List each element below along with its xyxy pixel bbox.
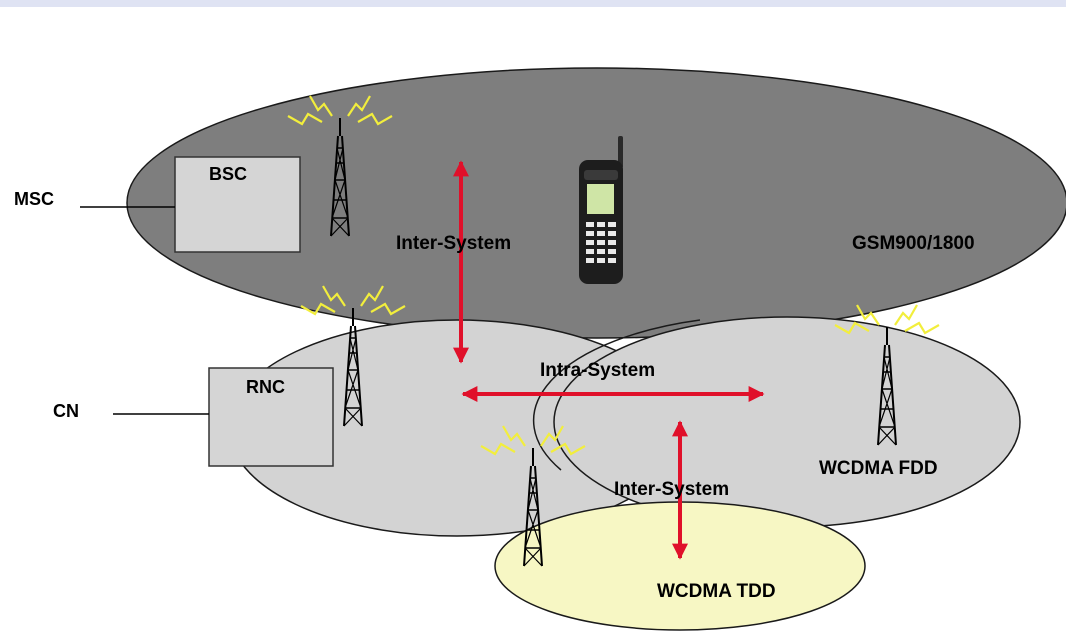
bsc-box	[174, 156, 301, 253]
bsc-label: BSC	[209, 164, 247, 184]
inter-system-label-bottom: Inter-System	[614, 479, 729, 500]
intra-system-label: Intra-System	[540, 360, 655, 381]
wcdma-tdd-label: WCDMA TDD	[657, 581, 776, 602]
wcdma-cell-overlap-outline	[532, 319, 701, 471]
gsm-label: GSM900/1800	[852, 233, 975, 254]
wcdma-fdd-label: WCDMA FDD	[819, 458, 938, 479]
top-band	[0, 0, 1066, 7]
rnc-box	[208, 367, 334, 467]
rnc-label: RNC	[246, 377, 285, 397]
mobile-phone-icon	[579, 136, 623, 284]
cn-label: CN	[53, 401, 79, 421]
inter-system-label-top: Inter-System	[396, 233, 511, 254]
msc-label: MSC	[14, 189, 54, 209]
